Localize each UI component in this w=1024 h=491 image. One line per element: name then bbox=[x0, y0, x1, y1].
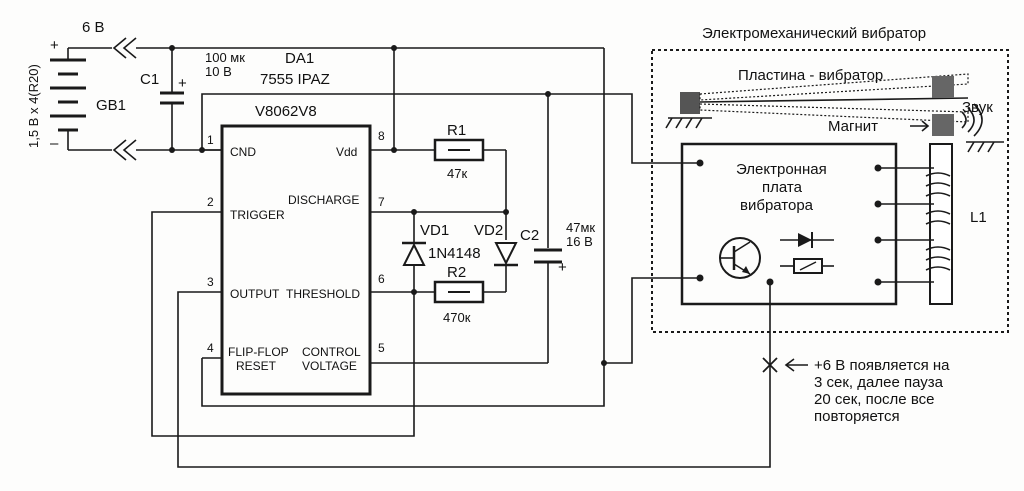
r2-value: 470к bbox=[443, 310, 471, 325]
r2-label: R2 bbox=[447, 264, 466, 281]
pin1-number: 1 bbox=[207, 133, 214, 147]
pin4-name-line1: FLIP-FLOP bbox=[228, 345, 289, 359]
pin4-name-line2: RESET bbox=[236, 359, 277, 373]
diode-vd2: VD2 bbox=[474, 222, 518, 292]
vibrator-title: Электромеханический вибратор bbox=[702, 25, 926, 42]
pin1-name: CND bbox=[230, 145, 256, 159]
battery-minus-sign: – bbox=[50, 135, 59, 152]
resistor-r2: R2 470к bbox=[433, 264, 485, 325]
c1-plus-sign: + bbox=[178, 75, 187, 92]
pin2-number: 2 bbox=[207, 195, 214, 209]
diode-icon bbox=[780, 232, 834, 248]
sound-label: Звук bbox=[962, 99, 993, 116]
capacitor-c2: C2 + 47мк 16 В bbox=[520, 91, 595, 363]
resistor-icon bbox=[780, 258, 834, 274]
diode-vd1: VD1 1N4148 bbox=[402, 212, 481, 292]
note-line-3: 20 сек, после все bbox=[814, 391, 934, 408]
pin7-name: DISCHARGE bbox=[288, 193, 359, 207]
magnet-label: Магнит bbox=[828, 118, 878, 135]
pin8-number: 8 bbox=[378, 129, 385, 143]
note-line-1: +6 В появляется на bbox=[814, 357, 950, 374]
wire-plus-to-board bbox=[604, 277, 700, 364]
ic-marking: V8062V8 bbox=[255, 103, 317, 120]
ic-model: 7555 IPAZ bbox=[260, 71, 330, 88]
battery-plus-sign: + bbox=[50, 37, 59, 54]
vd1-label: VD1 bbox=[420, 222, 449, 239]
pin2-name: TRIGGER bbox=[230, 208, 285, 222]
sound-waves-icon bbox=[961, 103, 1004, 153]
battery-spec: 1,5 В х 4(R20) bbox=[26, 64, 41, 148]
supply-voltage-label: 6 В bbox=[82, 19, 105, 36]
ic-designator: DA1 bbox=[285, 50, 314, 67]
vibrator-board: Электронная плата вибратора bbox=[680, 142, 898, 306]
pin4-number: 4 bbox=[207, 341, 214, 355]
battery-label: GB1 bbox=[96, 97, 126, 114]
c2-value: 47мк bbox=[566, 220, 595, 235]
c2-plus-sign: + bbox=[558, 259, 567, 276]
pin5-name-line1: CONTROL bbox=[302, 345, 361, 359]
note-line-4: повторяется bbox=[814, 408, 900, 425]
r1-value: 47к bbox=[447, 166, 467, 181]
vibrator-box bbox=[651, 49, 1009, 333]
resistor-r1: R1 47к bbox=[433, 122, 485, 181]
connector-plus bbox=[112, 37, 137, 59]
wire-trigger-loop bbox=[151, 211, 415, 437]
coil-label: L1 bbox=[970, 209, 987, 226]
note-line-2: 3 сек, далее пауза bbox=[814, 374, 944, 391]
coil-l1: L1 bbox=[878, 143, 987, 305]
c1-voltage: 10 В bbox=[205, 64, 232, 79]
pin8-name: Vdd bbox=[336, 145, 357, 159]
wire-ground-to-board bbox=[201, 93, 700, 164]
c1-label: C1 bbox=[140, 71, 159, 88]
connector-minus bbox=[112, 139, 137, 161]
measure-point-mark bbox=[762, 357, 808, 373]
board-label-line3: вибратора bbox=[740, 197, 814, 214]
pin5-number: 5 bbox=[378, 341, 385, 355]
board-label-line2: плата bbox=[762, 179, 803, 196]
vibrating-plate bbox=[665, 73, 969, 129]
vd1-part: 1N4148 bbox=[428, 245, 481, 262]
magnet bbox=[910, 114, 954, 136]
pin5-name-line2: VOLTAGE bbox=[302, 359, 357, 373]
ic-da1: DA1 7555 IPAZ V8062V8 1 CND 2 TRIGGER 3 … bbox=[207, 50, 385, 396]
c1-value: 100 мк bbox=[205, 50, 245, 65]
pin6-number: 6 bbox=[378, 272, 385, 286]
board-label-line1: Электронная bbox=[736, 161, 827, 178]
pin6-name: THRESHOLD bbox=[286, 287, 360, 301]
c2-label: C2 bbox=[520, 227, 539, 244]
pin3-name: OUTPUT bbox=[230, 287, 280, 301]
battery-gb1: + – GB1 1,5 В х 4(R20) bbox=[26, 37, 126, 152]
pin3-number: 3 bbox=[207, 275, 214, 289]
wire-output-to-board bbox=[177, 282, 771, 468]
r1-label: R1 bbox=[447, 122, 466, 139]
plate-label: Пластина - вибратор bbox=[738, 67, 883, 84]
wire-reset bbox=[201, 48, 605, 407]
capacitor-c1: C1 + 100 мк 10 В bbox=[140, 48, 245, 150]
pin7-number: 7 bbox=[378, 195, 385, 209]
c2-voltage: 16 В bbox=[566, 234, 593, 249]
vd2-label: VD2 bbox=[474, 222, 503, 239]
transistor-icon bbox=[719, 237, 761, 279]
